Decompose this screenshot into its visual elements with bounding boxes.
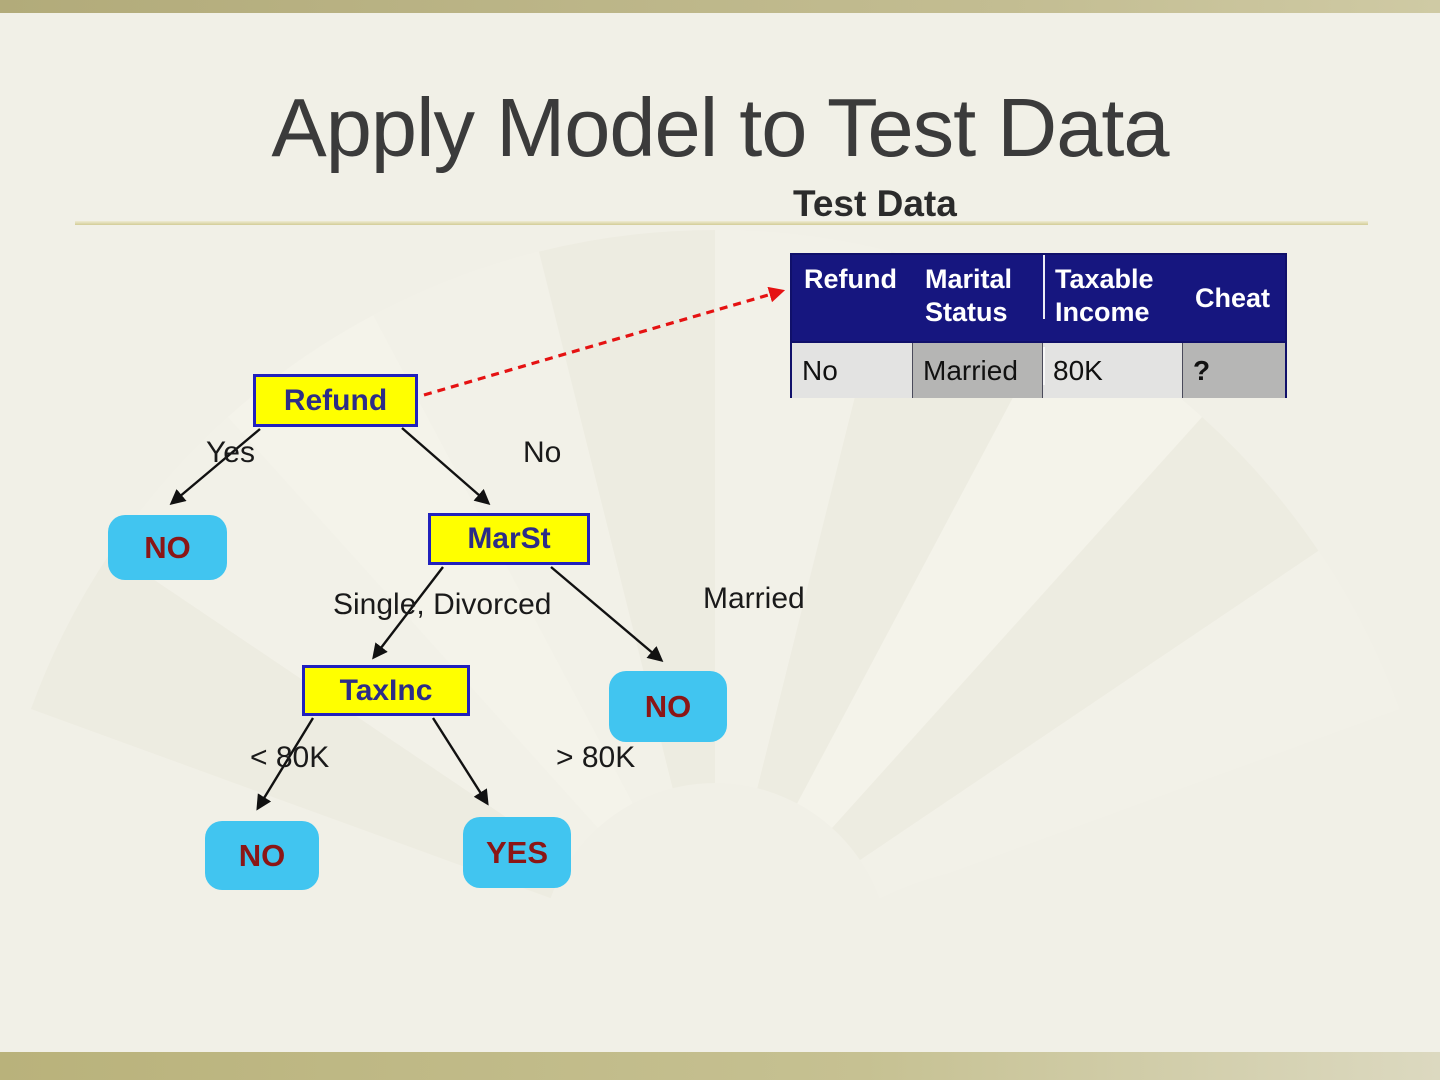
edge-label-lt-80k: < 80K [250,741,330,774]
leaf-node-no-refund-yes: NO [108,515,227,580]
leaf-node-no-married: NO [609,671,727,742]
table-data-row: No Married 80K ? [792,341,1285,398]
slide-title: Apply Model to Test Data [271,81,1169,174]
column-header-marital-status: Marital Status [925,264,1013,327]
edge-label-married: Married [703,582,805,615]
edge-label-yes: Yes [206,436,255,469]
edge-marst-married [550,566,664,663]
column-header-refund: Refund [804,264,897,294]
test-data-table: Refund Marital Status Taxable Income Che… [790,253,1287,398]
pointer-arrow-refund-to-table [423,286,786,397]
decision-node-refund: Refund [253,374,418,427]
leaf-node-yes-income-gt-80k: YES [463,817,571,888]
table-column-divider [1043,255,1045,319]
edge-refund-no [401,427,491,506]
column-header-cheat: Cheat [1195,282,1271,313]
edge-taxinc-lt80k [256,717,315,811]
leaf-node-no-income-lt-80k: NO [205,821,319,890]
edge-label-no: No [523,436,562,469]
bottom-border-bar [0,1052,1440,1080]
decision-node-marst: MarSt [428,513,590,565]
edge-taxinc-gt80k [431,717,489,806]
edge-label-single-divorced: Single, Divorced [333,588,552,621]
column-header-taxable-income: Taxable Income [1055,264,1154,327]
cell-taxable-income-value: 80K [1043,343,1183,398]
decision-node-taxinc: TaxInc [302,665,470,716]
divider-line [75,221,1368,225]
cell-refund-value: No [792,343,913,398]
table-header-row: Refund Marital Status Taxable Income Che… [792,255,1285,341]
test-data-heading: Test Data [793,183,957,224]
cell-marital-status-value: Married [913,343,1043,398]
edge-label-gt-80k: > 80K [556,741,636,774]
table-column-divider [1043,347,1045,385]
edge-refund-yes [169,428,261,506]
top-border-bar [0,0,1440,13]
edge-marst-single-divorced [372,566,444,660]
cell-cheat-value: ? [1183,343,1285,398]
